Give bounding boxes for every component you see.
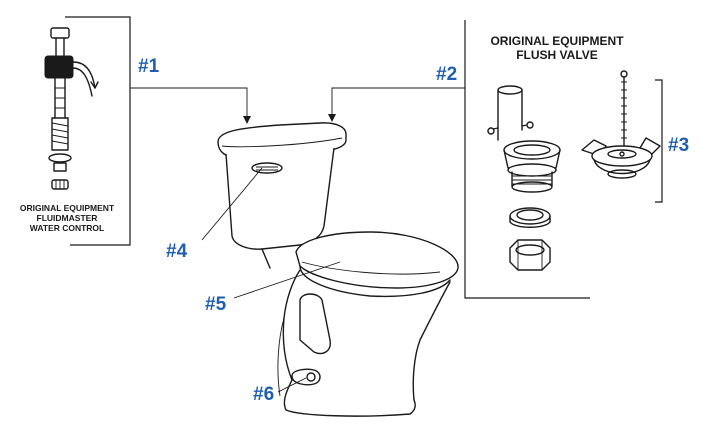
water-control-label-line1: ORIGINAL EQUIPMENT: [20, 203, 115, 213]
flush-valve-box: ORIGINAL EQUIPMENT FLUSH VALVE: [464, 20, 663, 299]
callout-1: #1: [138, 56, 160, 77]
water-control-box: ORIGINAL EQUIPMENT FLUIDMASTER WATER CON…: [20, 16, 131, 246]
callout-labels: #1 #2 #3 #4 #5 #6: [138, 56, 689, 405]
leader-5: [233, 261, 341, 299]
callout-2: #2: [436, 64, 457, 85]
lock-nut-illustration: [509, 239, 551, 271]
fill-valve-illustration: [44, 27, 99, 190]
trip-lever: [251, 162, 283, 174]
flush-valve-label-line1: ORIGINAL EQUIPMENT: [490, 34, 624, 48]
callout-4: #4: [166, 241, 188, 262]
water-control-label-line3: WATER CONTROL: [30, 223, 104, 233]
leader-lines: [130, 87, 465, 393]
flush-valve-label-line2: FLUSH VALVE: [516, 48, 598, 62]
leader-4: [201, 167, 263, 241]
callout-5: #5: [205, 294, 227, 315]
toilet-seat: [295, 231, 459, 289]
bolt-cap: [291, 368, 321, 386]
callout-6: #6: [253, 384, 274, 405]
leader-6: [277, 377, 307, 393]
toilet-illustration: [217, 122, 459, 417]
leader-1: [130, 87, 248, 120]
leader-2: [331, 87, 465, 118]
callout-3: #3: [668, 135, 689, 156]
water-control-box-frame: [65, 16, 131, 246]
flapper-bracket: [655, 79, 663, 203]
tank-body: [225, 147, 335, 250]
water-control-label-line2: FLUIDMASTER: [37, 213, 98, 223]
flush-valve-body-illustration: [487, 85, 561, 193]
flapper-illustration: [581, 70, 661, 179]
flush-valve-box-frame: [464, 20, 590, 299]
gasket-illustration: [509, 207, 551, 228]
